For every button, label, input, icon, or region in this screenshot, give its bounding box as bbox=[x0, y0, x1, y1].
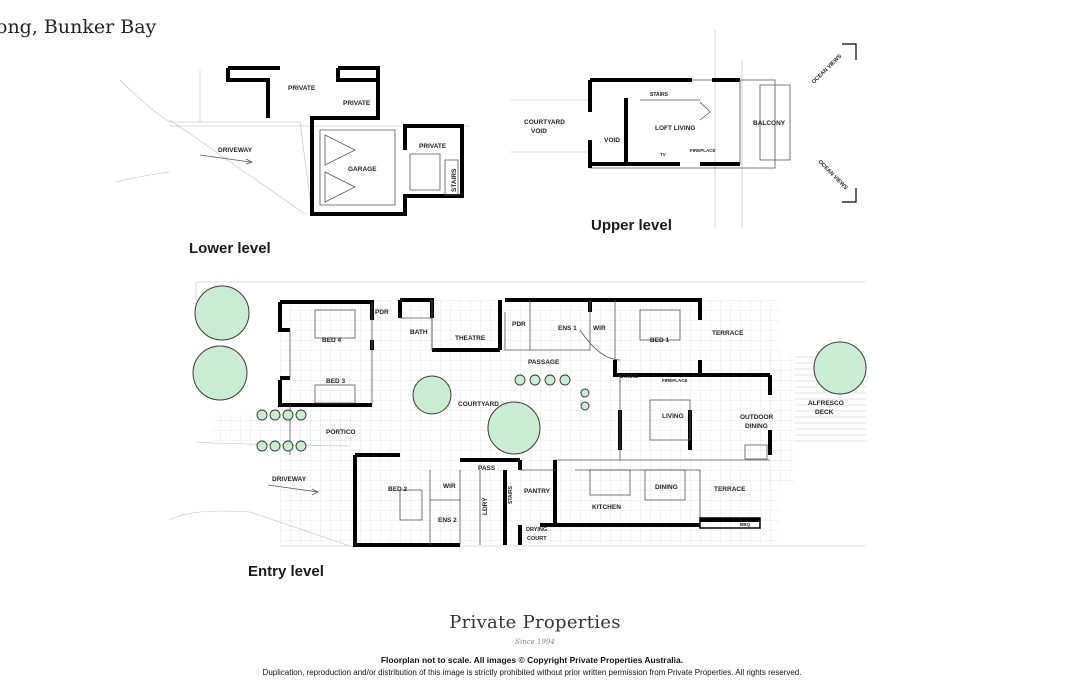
room-label-living: LIVING bbox=[662, 413, 684, 420]
room-label-drying: DRYING bbox=[526, 527, 547, 533]
room-label-stairs-upper: STAIRS bbox=[650, 92, 669, 98]
label-ocean-views-2: OCEAN VIEWS bbox=[817, 159, 849, 191]
room-label-bath: BATH bbox=[410, 329, 428, 336]
room-label-outdoor-dining: DINING bbox=[745, 423, 768, 430]
room-label-wir-1: WIR bbox=[593, 325, 606, 332]
room-label-alfresco: ALFRESCO bbox=[808, 400, 844, 407]
room-label-theatre: THEATRE bbox=[455, 335, 486, 342]
room-label-courtyard-upper: COURTYARD bbox=[524, 119, 565, 126]
room-label-terrace-2: TERRACE bbox=[714, 486, 746, 493]
room-label-fireplace: FIREPLACE bbox=[662, 378, 688, 383]
room-label-bbq: BBQ bbox=[740, 522, 750, 527]
upper-level-plan: COURTYARD VOID VOID STAIRS LOFT LIVING B… bbox=[510, 30, 857, 228]
room-label-wir-2: WIR bbox=[443, 483, 456, 490]
entry-level-plan: BED 4 PDR BATH THEATRE PDR ENS 1 WIR BED… bbox=[169, 281, 867, 547]
room-label-ens-2: ENS 2 bbox=[438, 517, 457, 524]
room-label-balcony: BALCONY bbox=[753, 120, 786, 127]
disclaimer-text: Duplication, reproduction and/or distrib… bbox=[262, 668, 802, 677]
room-label-dining: DINING bbox=[655, 484, 678, 491]
level-label-upper: Upper level bbox=[591, 217, 672, 234]
room-label-bed-3: BED 3 bbox=[326, 378, 346, 385]
room-label-alfresco-deck: DECK bbox=[815, 409, 834, 416]
page-title: ong, Bunker Bay bbox=[0, 16, 157, 38]
room-label-tv: TV bbox=[660, 152, 666, 157]
room-label-pdr-1: PDR bbox=[375, 309, 389, 316]
room-label-stairs-lower: STAIRS bbox=[451, 168, 458, 192]
room-label-driveway-lower: DRIVEWAY bbox=[218, 147, 253, 154]
room-label-void: VOID bbox=[604, 137, 620, 144]
room-label-pass: PASS bbox=[478, 465, 496, 472]
brand-since: Since 1994 bbox=[515, 638, 555, 646]
room-label-ldry: LDRY bbox=[482, 497, 489, 515]
room-label-courtyard: COURTYARD bbox=[458, 401, 499, 408]
room-label-drying-court: COURT bbox=[527, 536, 547, 542]
room-label-fireplace-upper: FIREPLACE bbox=[690, 148, 716, 153]
room-label-garage: GARAGE bbox=[348, 166, 377, 173]
room-label-private-2: PRIVATE bbox=[343, 100, 371, 107]
room-label-terrace-1: TERRACE bbox=[712, 330, 744, 337]
disclaimer-bold: Floorplan not to scale. All images © Cop… bbox=[380, 655, 684, 665]
room-label-bed-1: BED 1 bbox=[650, 337, 670, 344]
room-label-ens-1: ENS 1 bbox=[558, 325, 577, 332]
room-label-bed-4: BED 4 bbox=[322, 337, 342, 344]
shrub-row bbox=[256, 374, 590, 452]
room-label-driveway-entry: DRIVEWAY bbox=[272, 476, 307, 483]
room-label-void-courtyard: VOID bbox=[531, 128, 547, 135]
room-label-passage: PASSAGE bbox=[528, 359, 560, 366]
room-label-pdr-2: PDR bbox=[512, 321, 526, 328]
room-label-kitchen: KITCHEN bbox=[592, 504, 621, 511]
room-label-portico: PORTICO bbox=[326, 429, 356, 436]
room-label-pantry: PANTRY bbox=[524, 488, 551, 495]
tree-cluster bbox=[192, 285, 867, 455]
room-label-private-1: PRIVATE bbox=[288, 85, 316, 92]
level-label-lower: Lower level bbox=[189, 240, 271, 257]
room-label-loft-living: LOFT LIVING bbox=[655, 125, 695, 132]
level-label-entry: Entry level bbox=[248, 563, 324, 580]
room-label-stairs-entry-1: STAIRS bbox=[620, 374, 639, 380]
room-label-outdoor: OUTDOOR bbox=[740, 414, 774, 421]
brand-name: Private Properties bbox=[449, 612, 621, 633]
room-label-private-3: PRIVATE bbox=[419, 143, 447, 150]
room-label-bed-2: BED 2 bbox=[388, 486, 408, 493]
lower-level-plan: PRIVATE PRIVATE PRIVATE DRIVEWAY GARAGE … bbox=[115, 66, 470, 216]
label-ocean-views-1: OCEAN VIEWS bbox=[811, 53, 843, 85]
room-label-stairs-entry-2: STAIRS bbox=[508, 485, 514, 504]
